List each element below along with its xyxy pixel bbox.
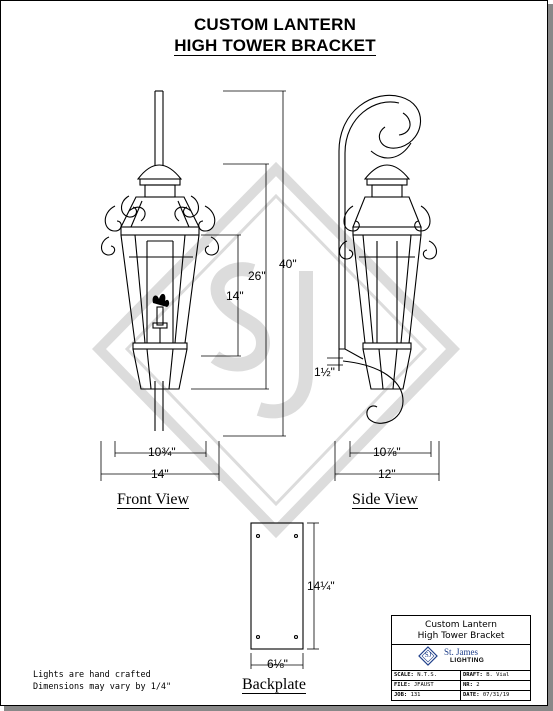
dim-side-inner-width: 10⅞"	[373, 445, 401, 459]
title-block-title-line2: High Tower Bracket	[417, 631, 505, 641]
side-view-dimensions	[327, 357, 440, 481]
dim-overall-height: 40"	[279, 257, 297, 271]
draft-value: B. Vial	[486, 672, 510, 678]
title-block-column-divider	[460, 670, 461, 700]
date-label: DATE:	[463, 692, 480, 698]
page-shadow-bottom	[4, 706, 553, 711]
side-view-lantern	[338, 94, 438, 424]
scale-cell: SCALE: N.T.S.	[394, 672, 437, 678]
date-cell: DATE: 07/31/19	[463, 692, 509, 698]
title-block-row2-divider	[392, 680, 530, 681]
dim-front-outer-width: 14"	[151, 467, 169, 481]
drawing-title-line1: CUSTOM LANTERN	[193, 15, 357, 34]
note-dimensions-vary: Dimensions may vary by 1/4"	[33, 682, 172, 692]
logo-diamond-icon	[418, 646, 438, 666]
title-block-row1-divider	[392, 670, 530, 671]
nr-cell: NR: 2	[463, 682, 480, 688]
dim-lantern-height: 26"	[248, 269, 266, 283]
draft-cell: DRAFT: B. Vial	[463, 672, 509, 678]
front-view-dimensions	[100, 90, 286, 481]
backplate-drawing	[250, 522, 304, 650]
dim-side-outer-width: 12"	[378, 467, 396, 481]
dim-backplate-width: 6⅛"	[267, 657, 288, 671]
side-view-label: Side View	[352, 491, 418, 509]
title-block-row3-divider	[392, 690, 530, 691]
backplate-label: Backplate	[242, 676, 306, 694]
title-block-divider	[392, 644, 530, 645]
front-view-label: Front View	[117, 491, 190, 509]
job-value: 131	[410, 692, 421, 698]
scale-label: SCALE:	[394, 672, 414, 678]
dim-side-offset: 1½"	[314, 365, 335, 379]
scale-value: N.T.S.	[417, 672, 438, 678]
file-cell: FILE: JFAUST	[394, 682, 434, 688]
date-value: 07/31/19	[482, 692, 510, 698]
front-view-lantern	[100, 90, 220, 431]
file-label: FILE:	[394, 682, 411, 688]
draft-label: DRAFT:	[463, 672, 483, 678]
job-label: JOB:	[394, 692, 408, 698]
backplate-dimensions	[250, 522, 319, 669]
st-james-logo: SJ	[418, 646, 438, 666]
logo-name: St. James	[444, 647, 479, 657]
drawing-title-line2-text: HIGH TOWER BRACKET	[174, 36, 376, 56]
nr-label: NR:	[463, 682, 473, 688]
dim-front-inner-width: 10¾"	[148, 445, 176, 459]
drawing-title-line2: HIGH TOWER BRACKET	[1, 36, 549, 56]
job-cell: JOB: 131	[394, 692, 421, 698]
title-block-title-line1: Custom Lantern	[425, 620, 497, 630]
title-block: Custom Lantern High Tower Bracket SJ St.…	[391, 615, 531, 701]
note-hand-crafted: Lights are hand crafted	[33, 670, 151, 680]
page-shadow-right	[548, 4, 553, 711]
logo-tagline: LIGHTING	[450, 657, 485, 664]
dim-backplate-height: 14¼"	[307, 579, 335, 593]
file-value: JFAUST	[413, 682, 434, 688]
logo-monogram: SJ	[424, 651, 432, 659]
nr-value: 2	[476, 682, 480, 688]
dim-glass-height: 14"	[226, 289, 244, 303]
sj-watermark	[92, 161, 460, 539]
